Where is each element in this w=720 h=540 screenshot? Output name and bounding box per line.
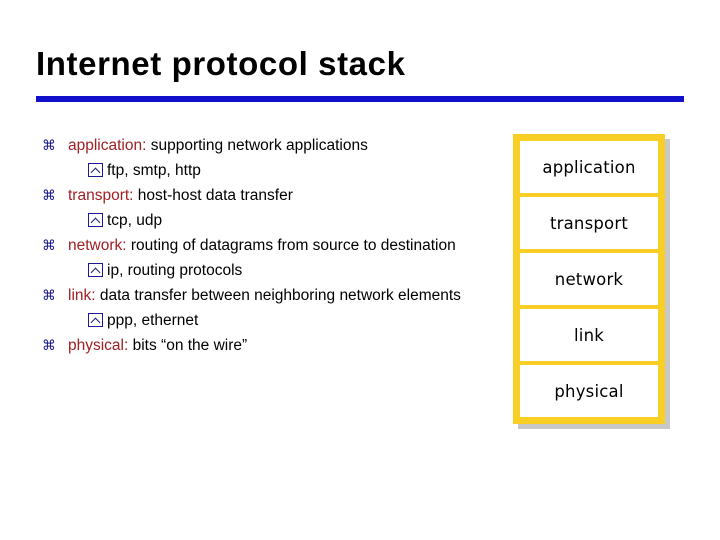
list-item-text: bits “on the wire” — [128, 337, 248, 354]
place-of-interest-bullet-icon: ⌘ — [42, 338, 56, 354]
stack-container: application transport network link physi… — [513, 134, 665, 424]
bullet-list: ⌘ application: supporting network applic… — [40, 134, 480, 359]
list-item-keyword: network: — [68, 237, 127, 254]
list-item: ⌘ application: supporting network applic… — [40, 134, 480, 158]
stack-layer-application: application — [520, 141, 658, 193]
place-of-interest-bullet-icon: ⌘ — [42, 138, 56, 154]
boxed-caret-bullet-icon — [88, 313, 103, 327]
list-item: ⌘ transport: host-host data transfer — [40, 184, 480, 208]
page-title: Internet protocol stack — [36, 45, 406, 82]
list-item-keyword: application: — [68, 137, 147, 154]
stack-layer-link: link — [520, 309, 658, 361]
list-item-text: host-host data transfer — [133, 187, 293, 204]
protocol-stack-diagram: application transport network link physi… — [513, 134, 670, 429]
list-item-keyword: physical: — [68, 337, 129, 354]
sub-list-item: tcp, udp — [40, 209, 480, 233]
sub-list-item: ftp, smtp, http — [40, 159, 480, 183]
list-item: ⌘ network: routing of datagrams from sou… — [40, 234, 480, 258]
boxed-caret-bullet-icon — [88, 163, 103, 177]
list-item-keyword: link: — [68, 287, 96, 304]
sub-list-item: ip, routing protocols — [40, 259, 480, 283]
sub-list-item-text: tcp, udp — [107, 212, 163, 229]
list-item-text: routing of datagrams from source to dest… — [126, 237, 456, 254]
list-item-keyword: transport: — [68, 187, 134, 204]
place-of-interest-bullet-icon: ⌘ — [42, 288, 56, 304]
list-item: ⌘ link: data transfer between neighborin… — [40, 284, 480, 308]
place-of-interest-bullet-icon: ⌘ — [42, 188, 56, 204]
sub-list-item-text: ppp, ethernet — [107, 312, 199, 329]
stack-layer-network: network — [520, 253, 658, 305]
sub-list-item: ppp, ethernet — [40, 309, 480, 333]
boxed-caret-bullet-icon — [88, 213, 103, 227]
sub-list-item-text: ip, routing protocols — [107, 262, 243, 279]
list-item: ⌘ physical: bits “on the wire” — [40, 334, 480, 358]
boxed-caret-bullet-icon — [88, 263, 103, 277]
title-underline-rule — [36, 96, 684, 102]
list-item-text: supporting network applications — [146, 137, 368, 154]
sub-list-item-text: ftp, smtp, http — [107, 162, 201, 179]
stack-layer-transport: transport — [520, 197, 658, 249]
list-item-text: data transfer between neighboring networ… — [95, 287, 461, 304]
place-of-interest-bullet-icon: ⌘ — [42, 238, 56, 254]
stack-layer-physical: physical — [520, 365, 658, 417]
